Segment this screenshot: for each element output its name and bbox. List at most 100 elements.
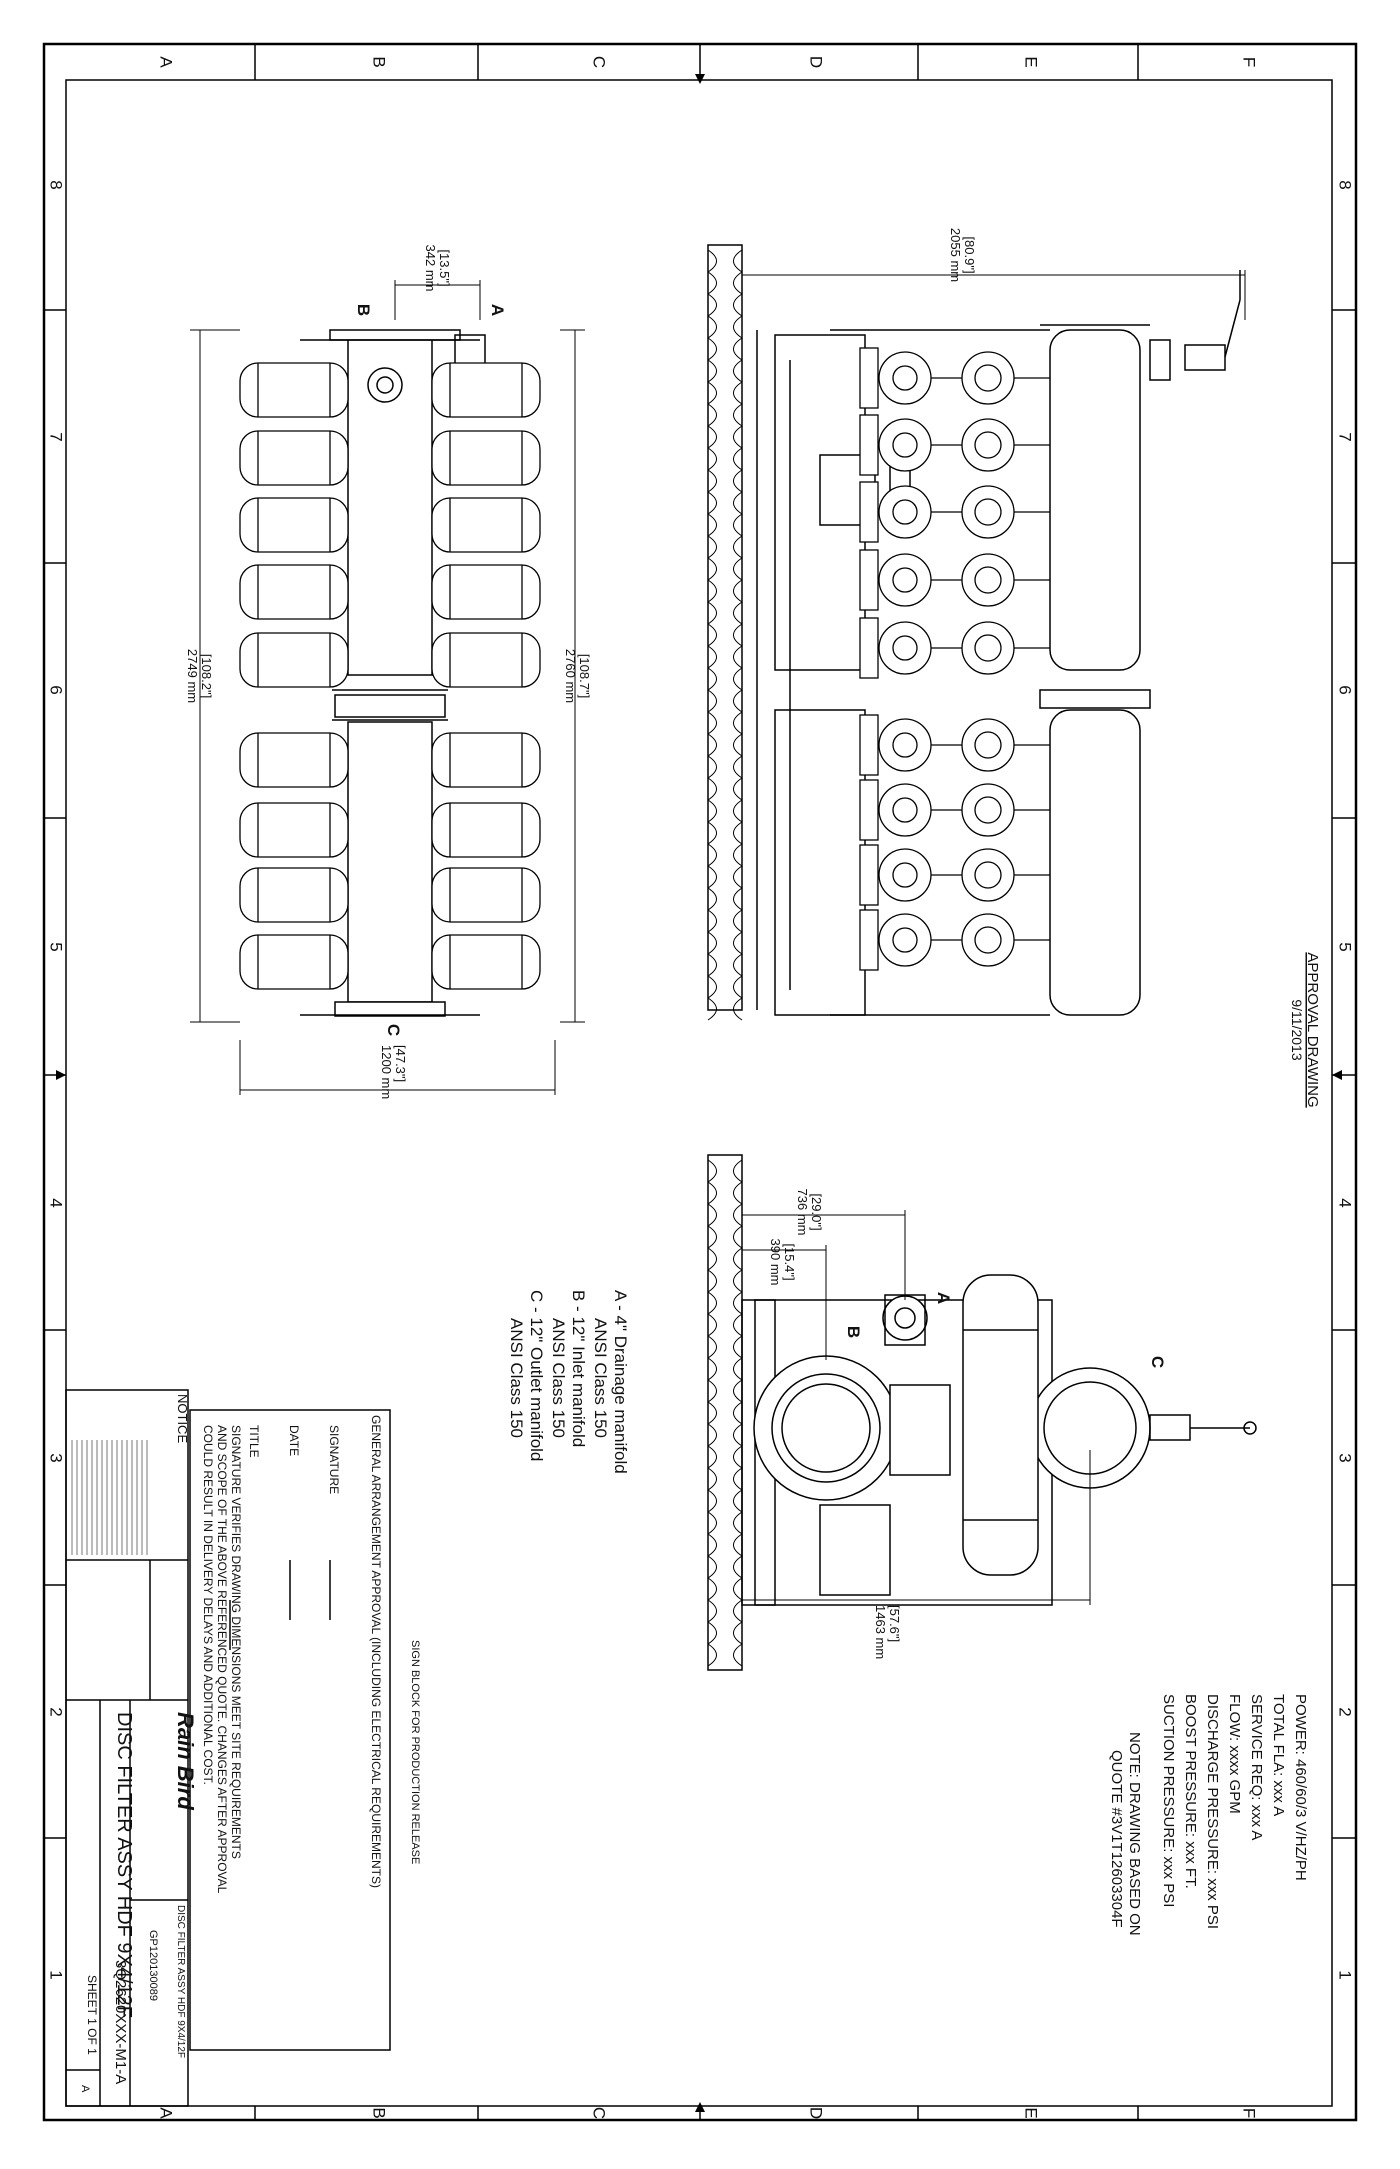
dim-end-drain-mm: 390 mm — [768, 1239, 783, 1286]
legend-line: B - 12" Inlet manifold — [569, 1290, 588, 1447]
valve-assembly — [859, 549, 1050, 611]
dim-end-height-mm: 1463 mm — [873, 1605, 888, 1659]
front-dimension-lines — [742, 270, 1246, 320]
zone-label-right-5: 5 — [1336, 942, 1355, 951]
file-title: DISC FILTER ASSY HDF 9X4/12F — [175, 1905, 186, 2058]
filter-cartridge — [431, 934, 541, 990]
valve-assembly — [859, 617, 1050, 679]
callout-plan-a: A — [488, 304, 507, 316]
sign-field-date: DATE — [287, 1425, 301, 1456]
plan-filter-cartridges — [239, 362, 541, 990]
connection-legend: A - 4" Drainage manifold ANSI Class 150 … — [507, 1290, 630, 1474]
sign-note-line: AND SCOPE OF THE ABOVE REFERENCED QUOTE.… — [215, 1425, 229, 1894]
zone-label-bottom-e: E — [1022, 2107, 1041, 2118]
zone-label-right-3: 3 — [1336, 1453, 1355, 1462]
zone-label-top-a: A — [157, 56, 176, 68]
callout-end-c: C — [1148, 1356, 1167, 1368]
callout-plan-b: B — [354, 304, 373, 316]
dim-width-mm: 1200 mm — [379, 1045, 394, 1099]
zone-label-top-c: C — [590, 56, 609, 68]
revision-letter: A — [79, 2085, 91, 2093]
dim-overall-length-mm: 2760 mm — [563, 649, 578, 703]
quote-note-line: QUOTE #3V1T12603304F — [1108, 1750, 1125, 1928]
zone-label-right-6: 6 — [1336, 685, 1355, 694]
spec-line: POWER: 460/60/3 V/HZ/PH — [1292, 1694, 1309, 1881]
dim-top-gap-mm: 342 mm — [423, 245, 438, 292]
filter-cartridge — [239, 430, 349, 486]
zone-label-right-4: 4 — [1336, 1198, 1355, 1207]
file-number: GP120130089 — [147, 1930, 159, 2001]
quote-note-line: NOTE: DRAWING BASED ON — [1126, 1732, 1143, 1936]
sign-field-signature: SIGNATURE — [327, 1425, 341, 1494]
valve-assembly — [859, 714, 1050, 776]
zone-label-left-6: 6 — [47, 685, 66, 694]
title-block — [65, 1389, 189, 2107]
plan-dimension-lines — [190, 280, 585, 1095]
zone-label-top-f: F — [1240, 57, 1259, 67]
spec-line: SUCTION PRESSURE: xxx PSI — [1160, 1694, 1177, 1907]
filter-cartridge — [239, 632, 349, 688]
front-view — [707, 244, 1241, 1016]
spec-line: FLOW: xxxx GPM — [1226, 1694, 1243, 1814]
spec-line: DISCHARGE PRESSURE: xxx PSI — [1204, 1694, 1221, 1929]
legend-line: C - 12" Outlet manifold — [527, 1290, 546, 1461]
zone-label-right-7: 7 — [1336, 432, 1355, 441]
filter-cartridge — [239, 497, 349, 553]
callout-end-a: A — [934, 1292, 953, 1304]
valve-assembly — [859, 779, 1050, 841]
approval-date: 9/11/2013 — [1289, 999, 1305, 1060]
valve-assembly — [859, 909, 1050, 971]
sign-note-line: SIGNATURE VERIFIES DRAWING DIMENSIONS ME… — [229, 1425, 243, 1859]
center-arrows — [56, 74, 1342, 2112]
sheet-number: SHEET 1 OF 1 — [85, 1975, 99, 2055]
dim-overall-length-inch: [108.7"] — [577, 654, 592, 698]
callout-plan-c: C — [384, 1024, 403, 1036]
filter-cartridge — [431, 362, 541, 418]
end-view — [707, 1154, 1257, 1671]
zone-label-top-e: E — [1022, 56, 1041, 67]
filter-cartridge — [239, 802, 349, 858]
filter-cartridge — [431, 867, 541, 923]
zone-label-right-2: 2 — [1336, 1707, 1355, 1716]
legend-line: ANSI Class 150 — [549, 1318, 568, 1438]
plan-view — [300, 329, 486, 1017]
filter-cartridge — [431, 564, 541, 620]
filter-cartridge — [431, 497, 541, 553]
zone-label-top-d: D — [807, 56, 826, 68]
dim-end-height-inch: [57.6"] — [887, 1605, 902, 1642]
zone-ticks — [44, 44, 1356, 2120]
dim-front-height-inch: [80.9"] — [962, 236, 977, 273]
dim-end-inlet-mm: 736 mm — [795, 1189, 810, 1236]
sign-block-heading: GENERAL ARRANGEMENT APPROVAL (INCLUDING … — [369, 1415, 383, 1888]
filter-cartridge — [431, 430, 541, 486]
valve-assembly — [859, 347, 1050, 409]
filter-cartridge — [239, 732, 349, 788]
zone-label-bottom-a: A — [157, 2107, 176, 2119]
legend-line: ANSI Class 150 — [507, 1318, 526, 1438]
callout-end-b: B — [844, 1326, 863, 1338]
dim-front-height-mm: 2055 mm — [948, 228, 963, 282]
filter-cartridge — [431, 732, 541, 788]
end-dimension-lines — [742, 1210, 1091, 1605]
zone-label-left-2: 2 — [47, 1707, 66, 1716]
title-fine-print — [71, 1440, 148, 1555]
zone-label-bottom-f: F — [1240, 2108, 1259, 2118]
front-valve-assemblies — [859, 347, 1050, 971]
dim-end-drain-inch: [15.4"] — [782, 1243, 797, 1280]
zone-label-bottom-d: D — [807, 2107, 826, 2119]
filter-cartridge — [431, 802, 541, 858]
sign-block — [189, 1409, 391, 2051]
drawing-title: DISC FILTER ASSY HDF 9X4/12F — [113, 1712, 135, 2018]
legend-line: ANSI Class 150 — [591, 1318, 610, 1438]
spec-line: SERVICE REQ: xxx A — [1248, 1694, 1265, 1840]
zone-label-left-8: 8 — [47, 180, 66, 189]
zone-label-bottom-b: B — [370, 2107, 389, 2118]
valve-assembly — [859, 844, 1050, 906]
approval-title: APPROVAL DRAWING — [1304, 952, 1321, 1107]
zone-label-left-1: 1 — [47, 1970, 66, 1979]
front-ground-hatch — [707, 249, 743, 1021]
zone-label-right-8: 8 — [1336, 180, 1355, 189]
sign-field-title: TITLE — [247, 1425, 261, 1458]
dim-body-length-inch: [108.2"] — [199, 654, 214, 698]
